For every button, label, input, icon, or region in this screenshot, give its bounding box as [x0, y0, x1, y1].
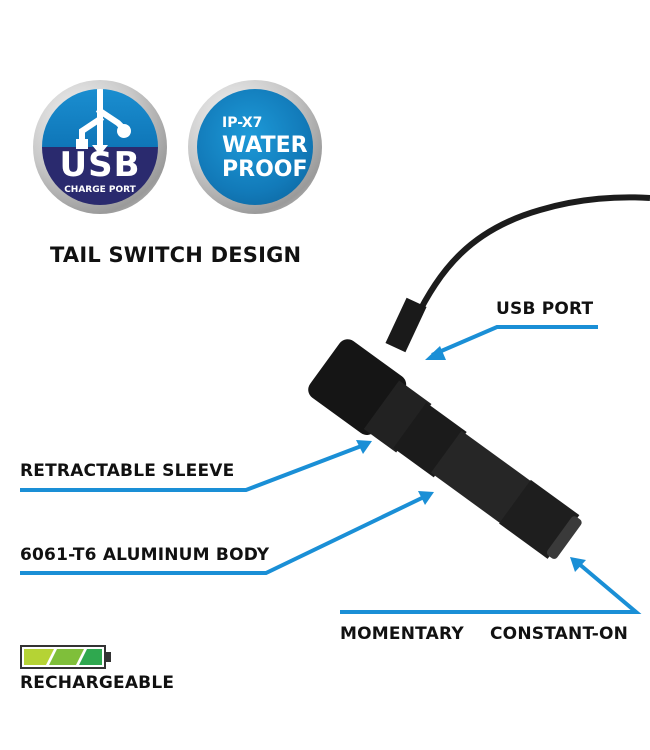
momentary-callout: MOMENTARY	[340, 624, 464, 644]
usb-icon	[76, 89, 131, 155]
constant-on-callout: CONSTANT-ON	[490, 624, 629, 644]
waterproof-badge: IP-X7 WATER PROOF	[188, 80, 322, 214]
usb-badge-title: USB	[59, 145, 141, 185]
water-text: WATER	[222, 133, 308, 158]
waterproof-badge-face: IP-X7 WATER PROOF	[197, 89, 313, 205]
rechargeable-label: RECHARGEABLE	[20, 673, 175, 693]
usb-charge-port-badge: USB CHARGE PORT	[33, 80, 167, 214]
battery-icon	[20, 645, 111, 669]
usb-badge-bottom	[42, 147, 158, 205]
tail-switch-heading: TAIL SWITCH DESIGN	[50, 243, 302, 267]
aluminum-body-callout: 6061-T6 ALUMINUM BODY	[20, 545, 270, 565]
usb-port-callout: USB PORT	[496, 299, 594, 319]
usb-badge-subtitle: CHARGE PORT	[64, 185, 136, 195]
ip-rating: IP-X7	[222, 115, 263, 131]
usb-badge-face: USB CHARGE PORT	[42, 89, 158, 205]
proof-text: PROOF	[222, 157, 308, 182]
retractable-sleeve-callout: RETRACTABLE SLEEVE	[20, 461, 235, 481]
